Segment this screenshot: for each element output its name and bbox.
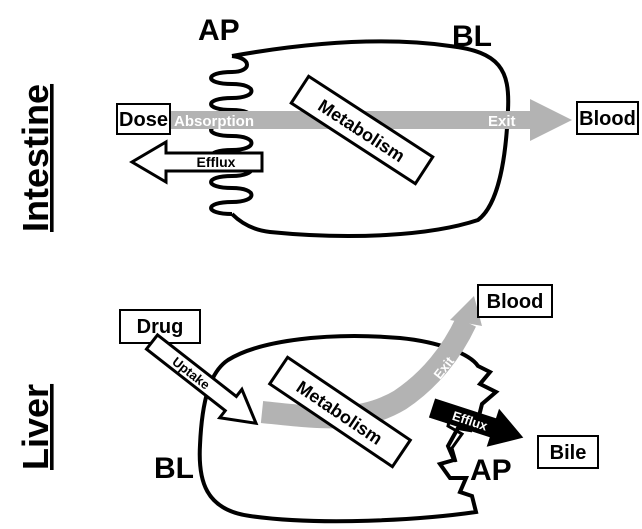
liver-title: Liver: [15, 384, 56, 470]
intestine-bl-label: BL: [452, 20, 492, 53]
bile-label: Bile: [550, 442, 587, 464]
intestine-ap-label: AP: [198, 14, 240, 47]
intestine-panel: Intestine AP BL Absorption Exit Dose Blo…: [15, 14, 638, 236]
dose-label: Dose: [119, 109, 168, 131]
liver-blood-box: Blood: [478, 285, 552, 317]
liver-uptake-arrow: Uptake: [141, 328, 267, 438]
dose-box: Dose: [117, 104, 170, 134]
liver-blood-label: Blood: [487, 291, 544, 313]
intestine-exit-label: Exit: [488, 113, 516, 130]
liver-panel: Liver Exit Drug Uptake Metabolism Blood: [15, 285, 598, 521]
liver-bl-label: BL: [154, 452, 194, 485]
intestine-metabolism-box: Metabolism: [291, 76, 433, 183]
intestine-title: Intestine: [15, 84, 56, 232]
intestine-blood-box: Blood: [577, 102, 638, 134]
absorption-label: Absorption: [174, 113, 254, 130]
drug-label: Drug: [137, 316, 184, 338]
liver-efflux-arrow: Efflux: [426, 389, 530, 457]
intestine-efflux-label: Efflux: [197, 154, 236, 170]
liver-ap-label: AP: [470, 454, 512, 487]
intestine-microvilli: [211, 56, 252, 214]
bile-box: Bile: [538, 436, 598, 468]
intestine-blood-label: Blood: [579, 108, 636, 130]
